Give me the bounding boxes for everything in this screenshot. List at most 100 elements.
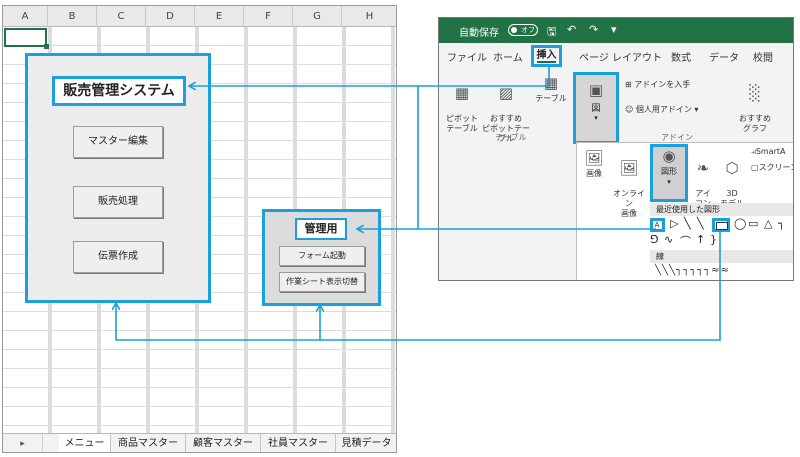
table-icon: ▦ <box>543 74 559 92</box>
my-addins-label: 個人用アドイン <box>635 105 692 114</box>
arc-shape-icon[interactable]: ⌒ <box>680 235 692 248</box>
table-button[interactable]: ▦ テーブル <box>533 74 569 104</box>
autosave-label: 自動保存 <box>459 28 499 39</box>
column-header[interactable]: A <box>3 6 48 27</box>
sheet-tab-customers[interactable]: 顧客マスター <box>186 434 261 452</box>
line-shape-icon[interactable]: ╲ <box>697 217 705 230</box>
vertical-textbox-shape-icon[interactable]: ▷ <box>670 217 680 230</box>
screenshot-icon: ▢ <box>751 163 759 172</box>
sheet-tab-products[interactable]: 商品マスター <box>111 434 186 452</box>
column-header[interactable]: H <box>342 6 396 27</box>
smartart-button[interactable]: ⫣SmartA <box>751 147 793 157</box>
tab-insert[interactable]: 挿入 <box>531 45 562 67</box>
sales-process-button[interactable]: 販売処理 <box>73 186 163 218</box>
illustrations-dropdown: 🖼 画像 🖼 オンライン 画像 ◉ 図形 ▾ ❧ アイ コン ⬡ 3D モデル … <box>576 142 793 280</box>
column-header[interactable]: B <box>48 6 97 27</box>
oval-shape-icon[interactable]: ◯ <box>734 217 748 230</box>
customize-quick-access-icon[interactable]: ▾ <box>611 23 617 36</box>
excel-ribbon: 自動保存 オフ 🖫 ↶ ↷ ▾ ファイル ホーム 挿入 ページ レイアウト 数式… <box>438 17 794 281</box>
shapes-button[interactable]: ◉ 図形 ▾ <box>650 144 688 202</box>
rectangle-shape[interactable] <box>712 218 730 232</box>
column-header[interactable]: E <box>195 6 244 27</box>
save-icon[interactable]: 🖫 <box>547 25 557 38</box>
sheet-tab-quotes[interactable]: 見積データ <box>336 434 396 452</box>
pivot-table-icon: ▦ <box>454 84 470 102</box>
icons-button[interactable]: ❧ アイ コン <box>691 149 715 209</box>
picture-button[interactable]: 🖼 画像 <box>579 149 609 179</box>
shapes-icon: ◉ <box>662 147 676 165</box>
toggle-work-sheets-button[interactable]: 作業シート表示切替 <box>279 272 365 292</box>
sheet-tab-employees[interactable]: 社員マスター <box>261 434 336 452</box>
picture-label: 画像 <box>586 169 602 178</box>
get-addins-button[interactable]: ⊞ アドインを入手 <box>625 80 725 90</box>
recent-shapes-label: 最近使用した図形 <box>650 203 793 216</box>
chart-icon: ░ <box>749 84 761 102</box>
cube-icon: ⬡ <box>725 159 739 177</box>
dropdown-arrow-icon: ▾ <box>594 114 598 122</box>
brace-shape-icon[interactable]: } <box>710 233 718 246</box>
picture-icon: 🖼 <box>584 149 604 167</box>
shapes-label: 図形 <box>661 167 677 176</box>
spreadsheet-window: A B C D E F G H 販売管理システム マスター編集 販売処理 伝票作… <box>2 5 397 453</box>
up-arrow-shape-icon[interactable]: ↑ <box>696 233 707 246</box>
illustrations-label: 図 <box>591 104 601 114</box>
column-header[interactable]: G <box>293 6 342 27</box>
column-header[interactable]: D <box>146 6 195 27</box>
illustrations-button[interactable]: ▣ 図 ▾ <box>573 72 619 144</box>
line-shapes-gallery[interactable]: ╲╲╲┐┐┐┐┐≈≈ <box>655 265 730 276</box>
curve-shape-icon[interactable]: ∿ <box>664 233 675 246</box>
textbox-shape[interactable]: A <box>650 218 665 232</box>
pivot-table-button[interactable]: ▦ ピボット テーブル <box>443 74 481 134</box>
recommended-charts-label: おすすめ グラフ <box>739 114 771 133</box>
recommended-pivot-button[interactable]: ▨ おすすめ ピボットテーブル <box>481 74 531 144</box>
screenshot-label: スクリーン <box>758 163 793 172</box>
screenshot-button[interactable]: ▢スクリーン <box>751 163 793 173</box>
dropdown-arrow-icon: ▾ <box>667 178 671 186</box>
system-title: 販売管理システム <box>52 76 186 106</box>
master-edit-button[interactable]: マスター編集 <box>73 126 163 158</box>
menu-panel: 販売管理システム マスター編集 販売処理 伝票作成 <box>25 53 211 303</box>
line-shape-icon[interactable]: ╲ <box>684 217 692 230</box>
online-picture-icon: 🖼 <box>619 159 639 177</box>
online-picture-button[interactable]: 🖼 オンライン 画像 <box>610 149 648 219</box>
icons-icon: ❧ <box>696 159 710 177</box>
slip-create-button[interactable]: 伝票作成 <box>73 241 163 273</box>
table-label: テーブル <box>535 94 567 103</box>
3d-models-button[interactable]: ⬡ 3D モデル <box>717 149 747 209</box>
sheet-tab-bar: ▸ メニュー 商品マスター 顧客マスター 社員マスター 見積データ <box>3 433 396 452</box>
person-icon: ☺ <box>625 105 636 114</box>
pivot-table-label: ピボット テーブル <box>446 114 478 133</box>
get-addins-label: アドインを入手 <box>634 80 691 89</box>
recent-shapes-gallery: A ▷ ╲ ╲ ◯ ▭ △ ┐ ⅁ ∿ ⌒ ↑ } <box>650 217 793 249</box>
tab-review[interactable]: 校閲 <box>753 53 773 64</box>
recommended-charts-button[interactable]: ░ おすすめ グラフ <box>737 74 773 134</box>
recommended-pivot-icon: ▨ <box>498 84 514 102</box>
autosave-toggle[interactable]: オフ <box>508 24 538 36</box>
column-header[interactable]: F <box>244 6 293 27</box>
my-addins-button[interactable]: ☺ 個人用アドイン ▾ <box>625 105 725 115</box>
redo-icon[interactable]: ↷ <box>589 23 599 36</box>
admin-panel: 管理用 フォーム起動 作業シート表示切替 <box>262 209 381 306</box>
tab-formulas[interactable]: 数式 <box>671 53 691 64</box>
tab-home[interactable]: ホーム <box>493 53 523 64</box>
selected-cell[interactable] <box>4 28 49 49</box>
tab-page-layout[interactable]: ページ レイアウト <box>579 53 662 64</box>
elbow-connector-shape-icon[interactable]: ┐ <box>778 217 786 230</box>
table-group-label: テーブル <box>495 133 527 142</box>
tab-file[interactable]: ファイル <box>447 53 487 64</box>
column-header[interactable]: C <box>97 6 146 27</box>
admin-label: 管理用 <box>295 218 347 240</box>
line-section-label: 線 <box>650 250 793 263</box>
title-bar: 自動保存 オフ 🖫 ↶ ↷ ▾ <box>439 18 793 43</box>
freeform-shape-icon[interactable]: ⅁ <box>650 233 660 246</box>
tab-data[interactable]: データ <box>709 53 739 64</box>
undo-icon[interactable]: ↶ <box>567 23 577 36</box>
sheet-tab-menu[interactable]: メニュー <box>59 434 111 452</box>
recommended-pivot-label: おすすめ ピボットテーブル <box>482 114 530 143</box>
triangle-shape-icon[interactable]: △ <box>764 217 774 230</box>
addin-group-label: アドイン <box>661 133 693 142</box>
form-launch-button[interactable]: フォーム起動 <box>279 246 365 266</box>
shapes-photo-icon: ▣ <box>588 81 604 99</box>
tab-scroll-icon[interactable]: ▸ <box>3 434 43 452</box>
rounded-rect-shape-icon[interactable]: ▭ <box>748 217 760 230</box>
